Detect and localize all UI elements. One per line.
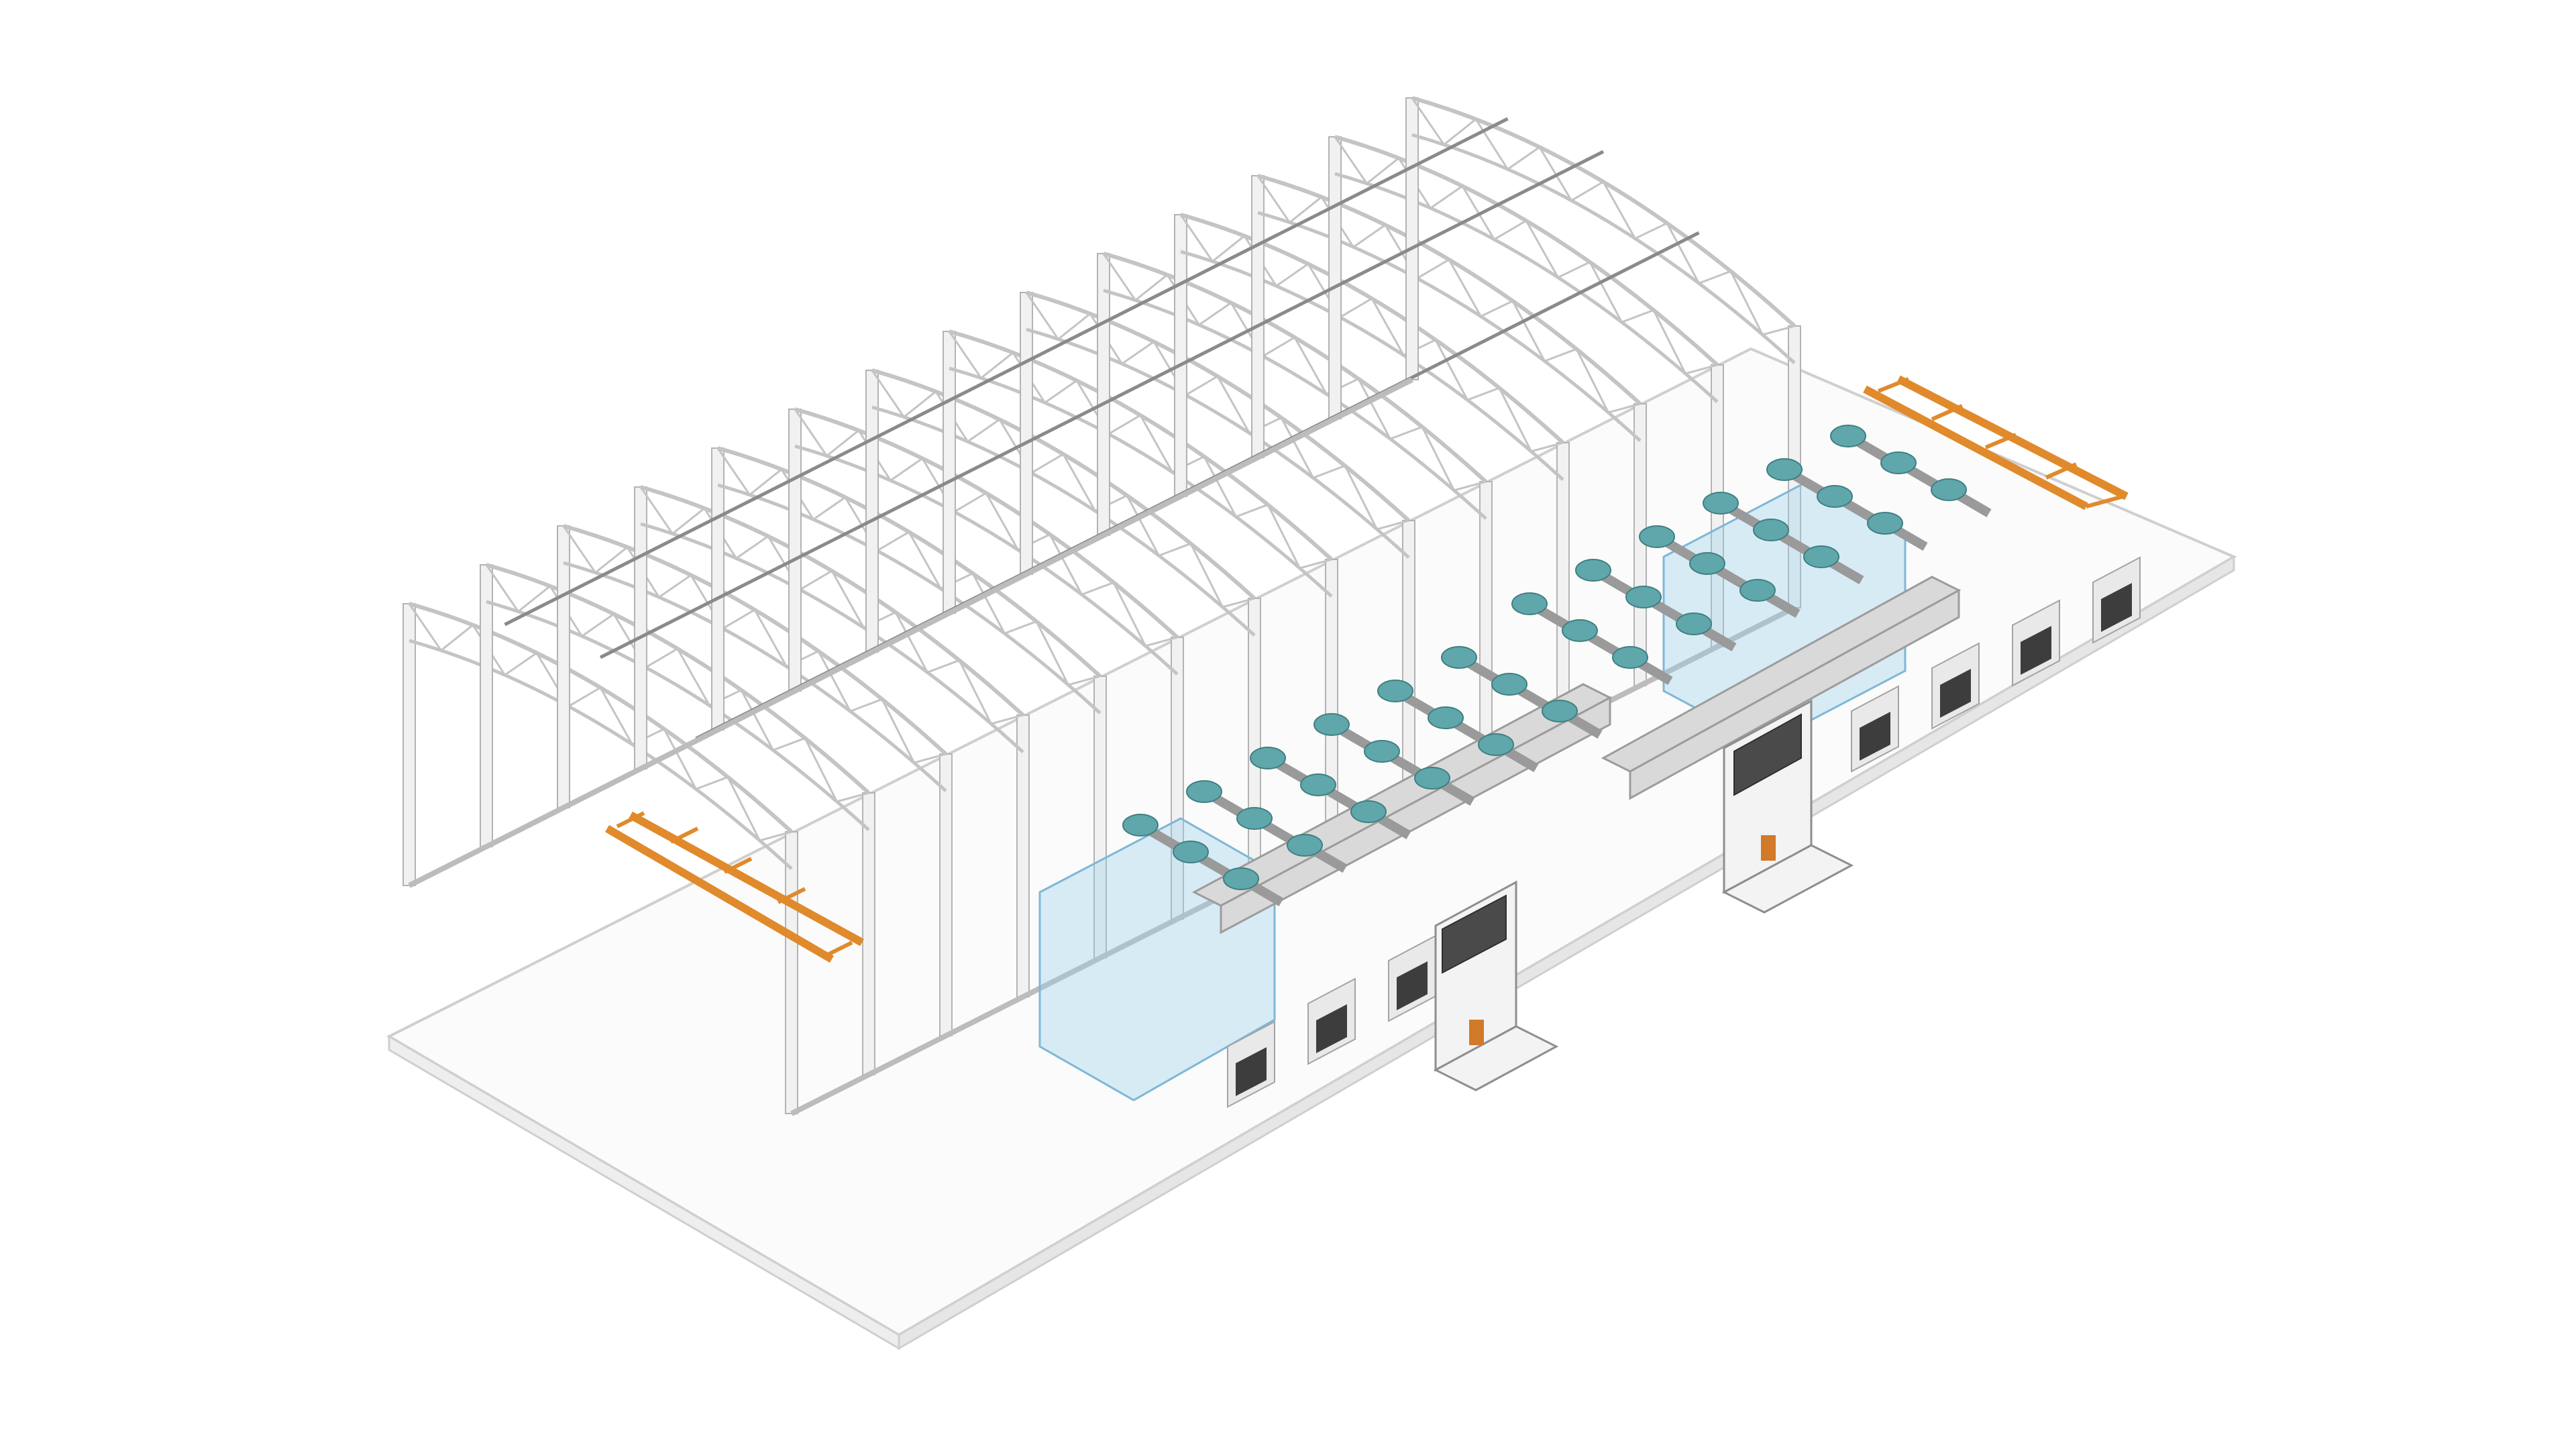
- air-handling-unit-1: [1433, 880, 1559, 1091]
- ridge-rail: [504, 117, 1509, 627]
- extraction-hood: [1931, 478, 1967, 501]
- extraction-hood: [1511, 592, 1548, 615]
- truss-bottom-chord: [1180, 250, 1564, 481]
- frame-column: [1020, 292, 1033, 575]
- extraction-hood: [1223, 867, 1259, 890]
- frame-column: [943, 331, 956, 614]
- extraction-hood: [1639, 525, 1675, 548]
- truss-bottom-chord: [1257, 211, 1642, 442]
- truss-bottom-chord: [640, 522, 1024, 753]
- frame-column: [1328, 136, 1342, 419]
- extraction-hood: [1186, 780, 1222, 803]
- extraction-hood: [1122, 814, 1159, 837]
- air-handling-unit-2: [1721, 699, 1854, 914]
- extraction-hood: [1625, 586, 1662, 608]
- extraction-hood: [1441, 646, 1477, 669]
- main-duct-2-side: [1629, 588, 1960, 800]
- extraction-hood: [1173, 841, 1209, 863]
- ground-beam: [408, 377, 1413, 888]
- extraction-hood: [1350, 800, 1387, 823]
- overhead-crane-left: [604, 811, 864, 963]
- work-cell-1: [1038, 646, 1613, 1108]
- work-cell-2: [1511, 425, 2141, 914]
- extraction-hood: [1414, 767, 1450, 790]
- vent-opening: [1860, 712, 1890, 761]
- truss-web: [1411, 97, 1795, 336]
- extraction-hood: [1880, 451, 1917, 474]
- extraction-hood: [1300, 773, 1336, 796]
- frame-column: [939, 753, 953, 1036]
- extraction-hood: [1703, 492, 1739, 515]
- frame-column: [1251, 175, 1265, 458]
- frame-column: [711, 447, 724, 731]
- frame-column: [788, 409, 802, 692]
- extraction-hood: [1250, 747, 1286, 769]
- truss-bottom-chord: [1334, 172, 1719, 403]
- extraction-hood: [1428, 706, 1464, 729]
- extraction-hood: [1867, 512, 1903, 535]
- portal-frame: [1174, 213, 1570, 725]
- truss-bottom-chord: [409, 639, 793, 870]
- ridge-rail: [599, 150, 1605, 659]
- vent-opening: [1397, 961, 1428, 1010]
- frame-column: [862, 792, 875, 1075]
- truss-bottom-chord: [563, 561, 947, 792]
- extraction-hood: [1377, 680, 1413, 702]
- portal-frame: [1097, 252, 1493, 764]
- frame-column: [1016, 714, 1030, 998]
- frame-column: [402, 603, 416, 886]
- frame-column: [1556, 442, 1570, 725]
- truss-bottom-chord: [949, 366, 1333, 598]
- vent-opening: [1316, 1004, 1347, 1053]
- frame-column: [1097, 253, 1110, 536]
- extraction-hood: [1753, 519, 1789, 541]
- extraction-hood: [1739, 579, 1776, 602]
- extraction-hood: [1689, 552, 1725, 575]
- extraction-hood: [1236, 807, 1273, 830]
- frame-column: [1174, 214, 1187, 497]
- truss-bottom-chord: [717, 483, 1102, 714]
- truss-top-chord: [1411, 96, 1796, 328]
- frame-column: [480, 564, 493, 847]
- extraction-hoods-2: [1511, 425, 1992, 686]
- extraction-hood: [1478, 733, 1514, 756]
- extraction-hood: [1313, 713, 1350, 736]
- truss-bottom-chord: [1026, 327, 1410, 559]
- frame-column: [865, 370, 879, 653]
- extraction-hood: [1803, 545, 1839, 568]
- extraction-hood: [1575, 559, 1611, 582]
- frame-column: [1248, 598, 1261, 881]
- vent-opening: [1236, 1047, 1267, 1096]
- extraction-hood: [1830, 425, 1866, 447]
- truss-bottom-chord: [794, 444, 1179, 676]
- extraction-hood: [1817, 485, 1853, 508]
- vent-opening: [1940, 669, 1971, 718]
- truss-bottom-chord: [486, 600, 870, 831]
- frame-column: [634, 486, 647, 769]
- vent-opening: [2021, 626, 2051, 675]
- extraction-hood: [1542, 700, 1578, 722]
- truss-bottom-chord: [1411, 133, 1796, 364]
- portal-frame: [1251, 174, 1647, 686]
- frame-column: [557, 525, 570, 808]
- extraction-hood: [1364, 740, 1400, 763]
- extraction-hood: [1491, 673, 1527, 696]
- frame-column: [1479, 481, 1493, 764]
- vent-opening: [2101, 583, 2132, 632]
- extraction-hoods-1: [1122, 646, 1603, 907]
- truss-bottom-chord: [871, 405, 1256, 637]
- truss-bottom-chord: [1103, 288, 1487, 520]
- wall-vents-2: [1851, 556, 2141, 773]
- frame-column: [785, 831, 798, 1114]
- overhead-crane-right: [1863, 375, 2129, 511]
- extraction-hood: [1612, 646, 1648, 669]
- extraction-hood: [1562, 619, 1598, 642]
- extraction-hood: [1676, 612, 1712, 635]
- extraction-hood: [1287, 834, 1323, 857]
- extraction-hood: [1766, 458, 1803, 481]
- frame-column: [1405, 97, 1419, 380]
